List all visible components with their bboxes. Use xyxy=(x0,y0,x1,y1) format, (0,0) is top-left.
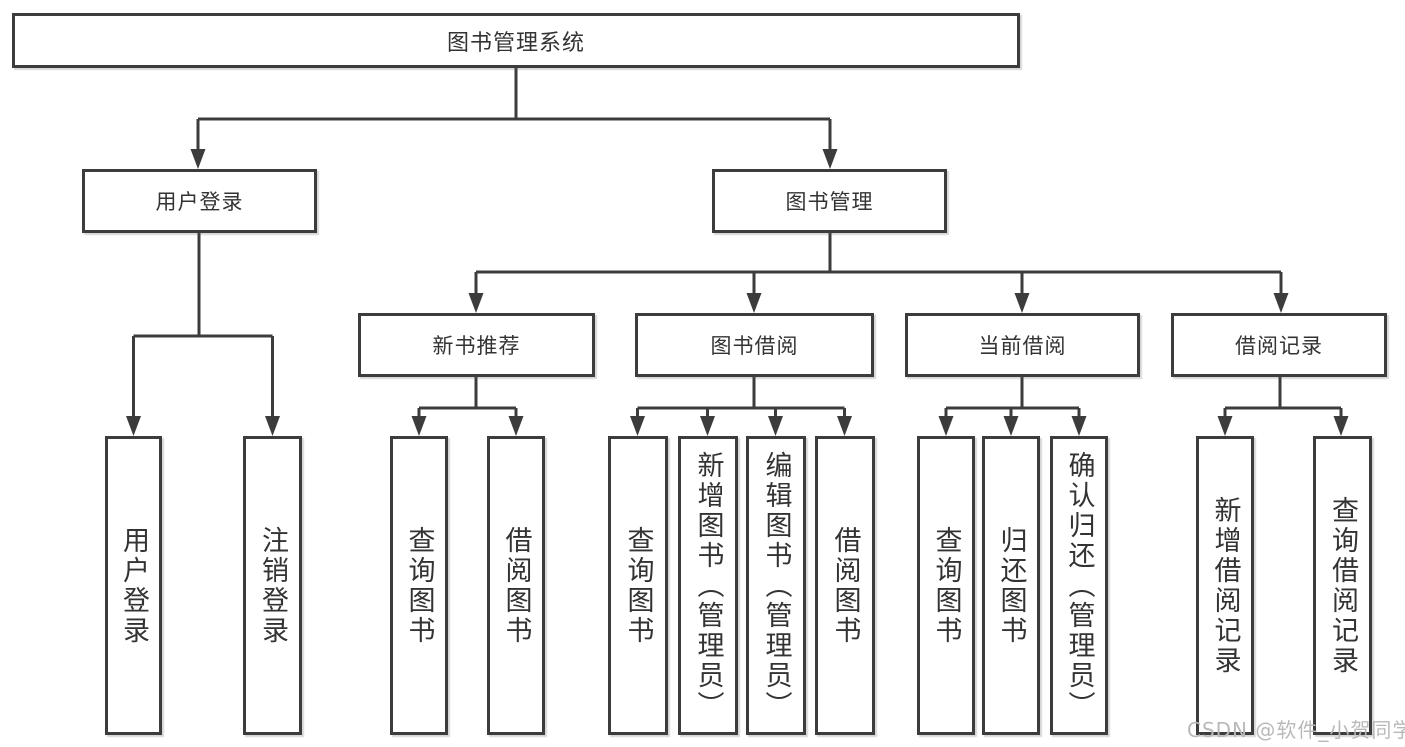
node-book-borrowing: 图书借阅 xyxy=(635,313,874,377)
leaf-label: 确认归还（管理员） xyxy=(1063,450,1095,721)
leaf-borrow-books: 借阅图书 xyxy=(815,436,875,735)
leaf-label: 编辑图书（管理员） xyxy=(760,450,792,721)
leaf-user-login: 用户登录 xyxy=(105,436,162,735)
node-book-management: 图书管理 xyxy=(712,169,947,233)
leaf-label: 查询图书 xyxy=(622,525,654,646)
node-user-login: 用户登录 xyxy=(82,169,317,233)
leaf-label: 借阅图书 xyxy=(500,525,532,646)
leaf-label: 借阅图书 xyxy=(829,525,861,646)
connector-borrow-children xyxy=(630,377,852,436)
leaf-label: 新增图书（管理员） xyxy=(692,450,724,721)
leaf-query-books-current: 查询图书 xyxy=(917,436,975,735)
leaf-label: 注销登录 xyxy=(257,525,288,646)
connector-root-to-level2 xyxy=(190,68,838,169)
leaf-query-books-recommend: 查询图书 xyxy=(390,436,448,735)
node-new-book-recommendation: 新书推荐 xyxy=(358,313,595,377)
leaf-query-books-borrow: 查询图书 xyxy=(608,436,668,735)
connector-book-mgmt-to-sections xyxy=(468,233,1289,313)
csdn-watermark: CSDN @软件_小贺同学 xyxy=(1187,718,1405,742)
leaf-logout: 注销登录 xyxy=(243,436,302,735)
leaf-confirm-return-admin: 确认归还（管理员） xyxy=(1050,436,1108,735)
leaf-label: 查询图书 xyxy=(930,525,962,646)
connector-current-children xyxy=(938,377,1087,436)
leaf-label: 查询借阅记录 xyxy=(1327,495,1358,676)
leaf-add-borrow-record: 新增借阅记录 xyxy=(1196,436,1254,735)
connector-recommend-children xyxy=(411,377,524,436)
node-borrowing-records: 借阅记录 xyxy=(1171,313,1387,377)
leaf-edit-book-admin: 编辑图书（管理员） xyxy=(746,436,806,735)
node-library-management-system: 图书管理系统 xyxy=(12,13,1020,68)
leaf-add-book-admin: 新增图书（管理员） xyxy=(678,436,738,735)
leaf-label: 用户登录 xyxy=(118,525,149,646)
connector-records-children xyxy=(1217,377,1349,436)
leaf-query-borrow-record: 查询借阅记录 xyxy=(1313,436,1372,735)
leaf-label: 新增借阅记录 xyxy=(1209,495,1241,676)
leaf-label: 查询图书 xyxy=(403,525,435,646)
leaf-borrow-books-recommend: 借阅图书 xyxy=(487,436,545,735)
leaf-return-book: 归还图书 xyxy=(982,436,1040,735)
node-current-borrowing: 当前借阅 xyxy=(905,313,1140,377)
leaf-label: 归还图书 xyxy=(995,525,1027,646)
connector-user-login-children xyxy=(126,233,280,436)
